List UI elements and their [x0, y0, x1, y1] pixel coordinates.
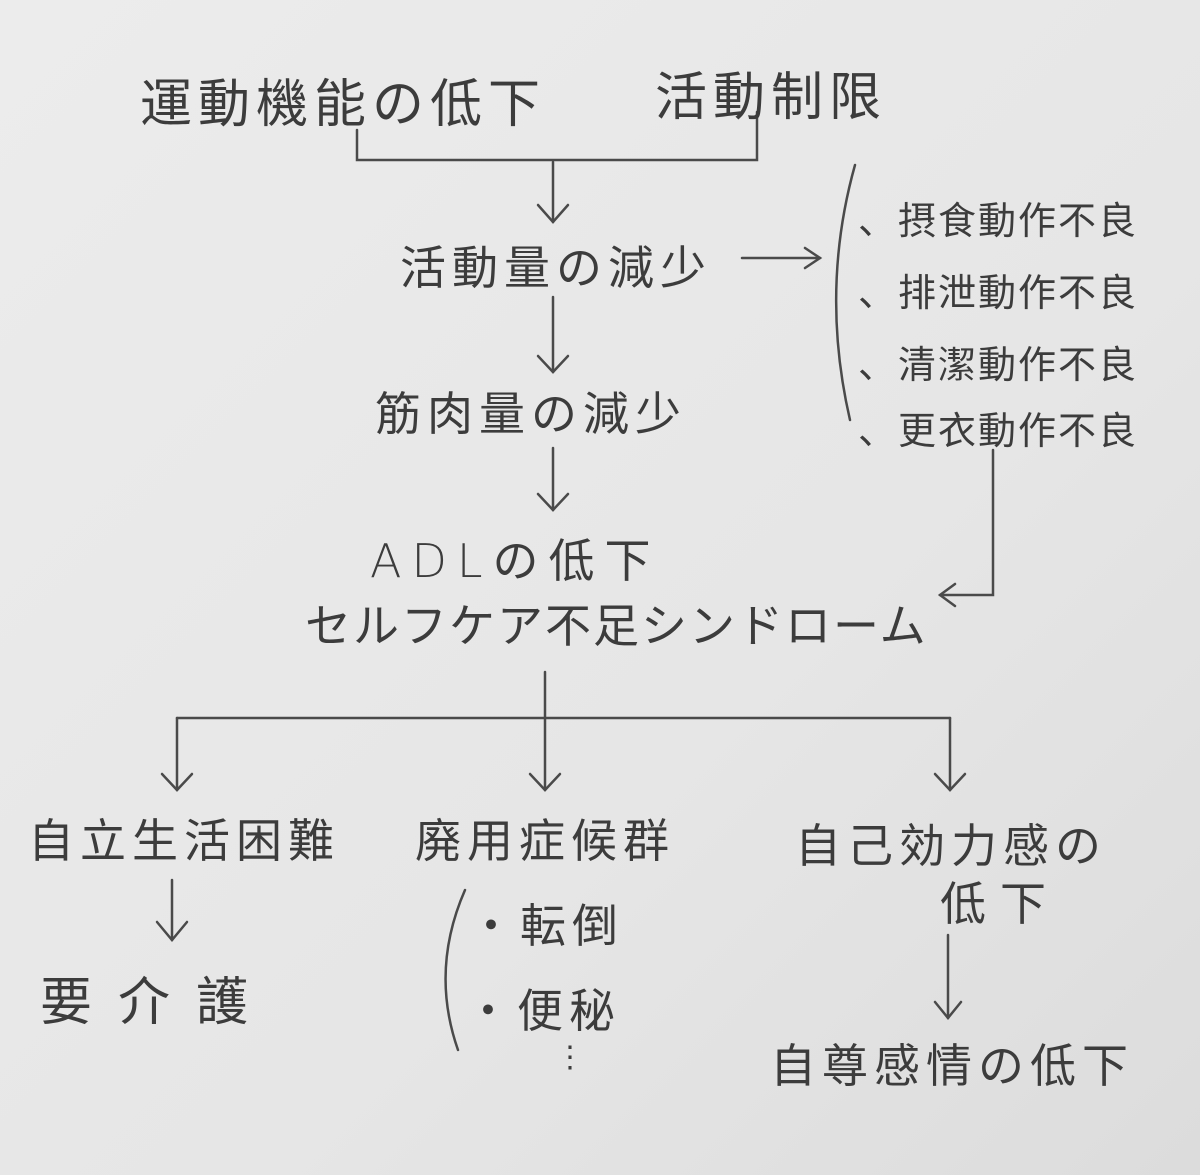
node-self-efficacy-decline-2: 低下 [940, 877, 1060, 931]
node-activity-restriction: 活動制限 [655, 68, 888, 128]
list-item: 、排泄動作不良 [858, 271, 1139, 315]
node-self-esteem-decline: 自尊感情の低下 [770, 1039, 1134, 1093]
node-muscle-decrease: 筋肉量の減少 [375, 387, 687, 441]
node-self-care-deficit: セルフケア不足シンドローム [305, 599, 928, 653]
node-disuse-syndrome: 廃用症候群 [415, 814, 675, 868]
node-self-efficacy-decline: 自己効力感の [795, 819, 1107, 873]
list-item: 、清潔動作不良 [858, 343, 1139, 387]
list-item: 、摂食動作不良 [858, 199, 1139, 243]
list-item: ・転倒 [468, 899, 624, 953]
node-care-needed: 要介護 [40, 973, 275, 1033]
node-adl-decline: ADLの低下 [370, 534, 661, 588]
node-activity-decrease: 活動量の減少 [400, 241, 712, 295]
ellipsis-more: ⋮ [555, 1040, 591, 1075]
node-motor-function-decline: 運動機能の低下 [140, 75, 547, 135]
list-item: 、更衣動作不良 [858, 409, 1139, 453]
list-item: ・便秘 [465, 984, 621, 1038]
node-independent-living-difficulty: 自立生活困難 [28, 814, 340, 868]
